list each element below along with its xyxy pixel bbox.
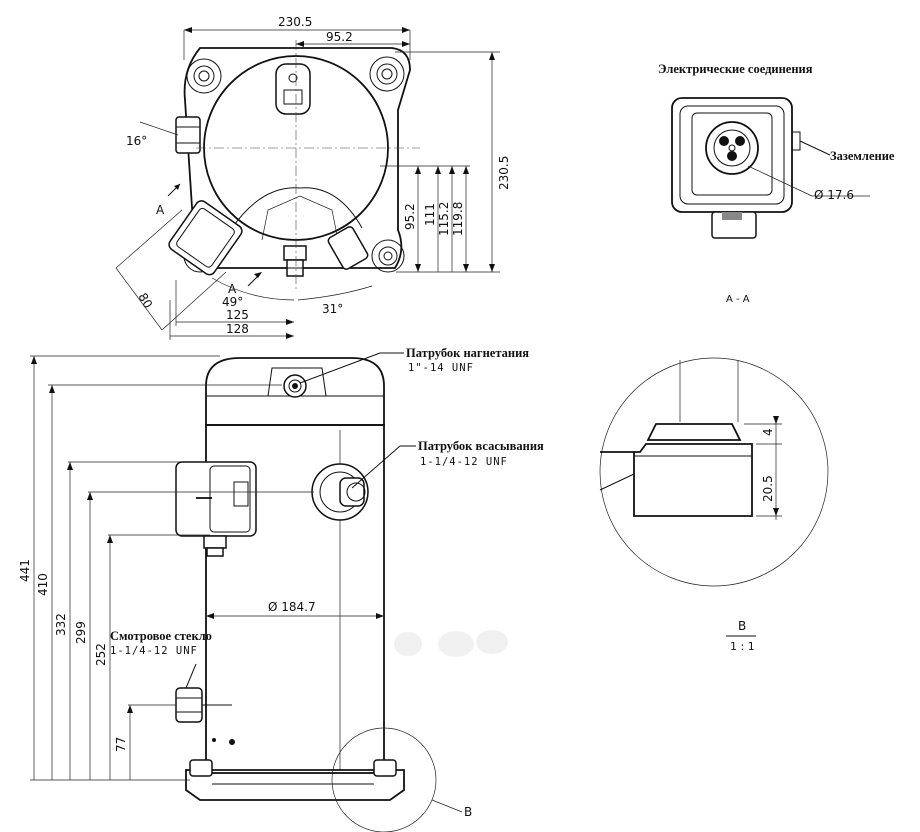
top-view-dome [231,187,363,229]
dim-top-width-total-label: 230.5 [278,15,312,29]
dim-h1-label: 95.2 [403,203,417,230]
terminal-pins-icon [719,136,745,161]
dim-128-label: 128 [226,322,249,336]
side-view-top-cap [205,357,385,426]
h-332-label: 332 [54,613,68,636]
faded-blobs [394,630,508,657]
sightglass-label: Смотровое стекло [110,629,212,643]
h-77-label: 77 [114,737,128,752]
dim-top-height-total: 230.5 [395,51,511,273]
callout-sightglass: Смотровое стекло 1-1/4-12 UNF [110,629,212,689]
ground-label: Заземление [830,149,895,163]
discharge-label: Патрубок нагнетания [406,346,529,360]
detail-b-view: 4 20.5 B 1 : 1 [599,357,829,653]
dim-top-height-total-label: 230.5 [497,156,511,190]
top-view-discharge-fitting [275,63,311,115]
dim-top-width-half-label: 95.2 [326,30,353,44]
angle-16-label: 16° [126,134,147,148]
angle-49-label: 49° [222,295,243,309]
dim-bottom-widths: 125 128 [169,280,294,340]
top-view-suction-stub [327,226,369,270]
h-410-label: 410 [36,573,50,596]
detail-b-scale: 1 : 1 [730,640,755,653]
top-view-terminal-box [168,200,243,276]
section-a-markers: A A [156,183,262,296]
top-view-base-plate [183,47,411,269]
detail-b-caption: B [738,619,746,633]
side-view-base [185,769,405,801]
sightglass-spec: 1-1/4-12 UNF [110,645,198,657]
mount-foot-br [371,239,405,273]
electrical-connections-view: Электрические соединения Заземление Ø 17… [658,62,895,305]
side-suction-fitting [311,463,369,521]
terminal-box-tab [711,211,757,239]
h-299-label: 299 [74,621,88,644]
side-view: Ø 184.7 441 410 332 299 [18,346,544,832]
top-view-side-fitting [175,116,201,154]
dim-h3-label: 115.2 [437,202,451,236]
side-sight-glass [175,687,232,723]
section-aa-caption: A - A [726,294,750,305]
detail-b-marker: B [331,727,472,832]
dim-80: 80 [115,209,227,331]
h-441-label: 441 [18,559,32,582]
electrical-diameter-label: Ø 17.6 [814,188,854,202]
top-view-bottom-nozzle [283,245,307,277]
h-252-label: 252 [94,643,108,666]
section-a-top-label: A [156,203,165,217]
shell-diameter-label: Ø 184.7 [268,600,316,614]
section-a-bottom-label: A [228,282,237,296]
side-discharge-fitting [283,374,307,398]
dim-angle-16: 16° [126,121,179,148]
dim-side-heights: 441 410 332 299 252 77 [18,355,314,781]
dim-h4-label: 119.8 [451,202,465,236]
dim-angles-bottom: 49° 31° [211,277,373,316]
dim-top-heights: 95.2 111 115.2 119.8 [380,165,470,272]
callout-suction: Патрубок всасывания 1-1/4-12 UNF [351,439,544,489]
top-view: 230.5 95.2 230.5 [115,15,511,340]
detail-b-marker-label: B [464,805,472,819]
dim-80-label: 80 [135,291,155,311]
discharge-spec: 1"-14 UNF [408,362,474,374]
detail-b-nut [646,423,742,441]
dim-top-width-total: 230.5 [183,15,411,60]
dim-h2-label: 111 [423,203,437,226]
suction-spec: 1-1/4-12 UNF [420,456,508,468]
side-terminal-box [175,461,257,557]
detail-b-dim-4: 4 [761,428,775,436]
suction-label: Патрубок всасывания [418,439,544,453]
mount-foot-tr [369,56,405,92]
detail-b-dim-20-5: 20.5 [761,475,775,502]
dim-top-width-half: 95.2 [296,30,410,47]
ground-lug [791,131,801,151]
callout-discharge: Патрубок нагнетания 1"-14 UNF [299,346,529,384]
detail-b-circle [599,357,829,587]
electrical-title: Электрические соединения [658,62,813,76]
side-view-shell [205,424,385,774]
angle-31-label: 31° [322,302,343,316]
terminal-plug [705,121,759,175]
mount-foot-tl [186,58,222,94]
dim-125-label: 125 [226,308,249,322]
dim-shell-diameter: Ø 184.7 [206,600,384,619]
